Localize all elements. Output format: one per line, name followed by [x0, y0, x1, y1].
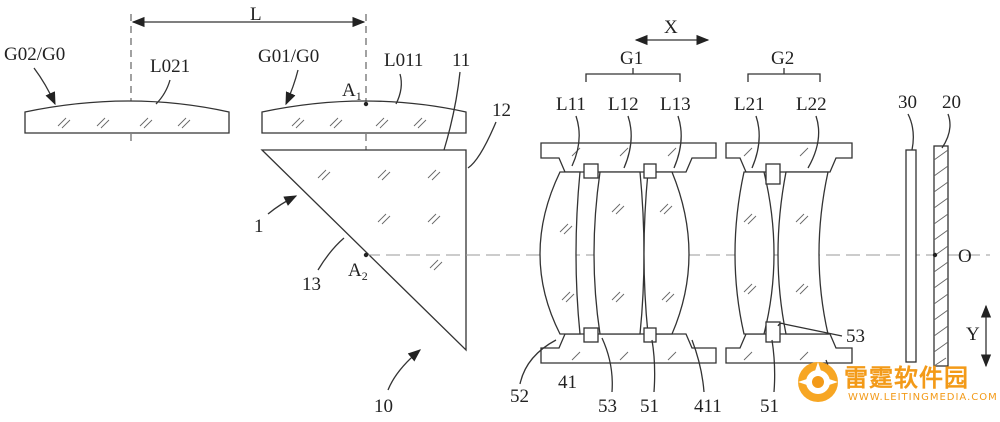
label-L22: L22 — [796, 94, 827, 115]
label-A2: A2 — [348, 260, 368, 283]
label-51a: 51 — [640, 396, 659, 417]
label-411: 411 — [694, 396, 722, 417]
label-A1: A1 — [342, 80, 362, 103]
prism — [260, 149, 467, 352]
label-20: 20 — [942, 92, 961, 113]
label-L: L — [250, 4, 262, 25]
label-11: 11 — [452, 50, 470, 71]
label-30: 30 — [898, 92, 917, 113]
label-X: X — [664, 17, 678, 38]
label-Y: Y — [966, 324, 980, 345]
label-L12: L12 — [608, 94, 639, 115]
label-10: 10 — [374, 396, 393, 417]
label-41: 41 — [558, 372, 577, 393]
label-G2: G2 — [771, 48, 794, 69]
label-51b: 51 — [760, 396, 779, 417]
sensor-20 — [933, 145, 949, 367]
lens-group-G1 — [539, 142, 717, 364]
label-13: 13 — [302, 274, 321, 295]
label-G02-G0: G02/G0 — [4, 44, 65, 65]
watermark-title: 雷霆软件园 — [844, 364, 969, 392]
lens-L011 — [261, 100, 467, 134]
label-52: 52 — [510, 386, 529, 407]
label-L13: L13 — [660, 94, 691, 115]
label-L021: L021 — [150, 56, 190, 77]
label-L011: L011 — [384, 50, 423, 71]
label-12: 12 — [492, 100, 511, 121]
label-G1: G1 — [620, 48, 643, 69]
label-L11: L11 — [556, 94, 586, 115]
label-O: O — [958, 246, 972, 267]
label-53a: 53 — [598, 396, 617, 417]
label-L21: L21 — [734, 94, 765, 115]
lens-L021 — [24, 100, 230, 134]
lens-group-G2 — [725, 142, 853, 364]
label-1: 1 — [254, 216, 264, 237]
label-G01-G0: G01/G0 — [258, 46, 319, 67]
watermark-logo-icon — [798, 362, 838, 402]
watermark: 雷霆软件园 WWW.LEITINGMEDIA.COM — [792, 354, 997, 416]
filter-30 — [905, 149, 917, 363]
watermark-url: WWW.LEITINGMEDIA.COM — [848, 392, 998, 403]
label-53b: 53 — [846, 326, 865, 347]
